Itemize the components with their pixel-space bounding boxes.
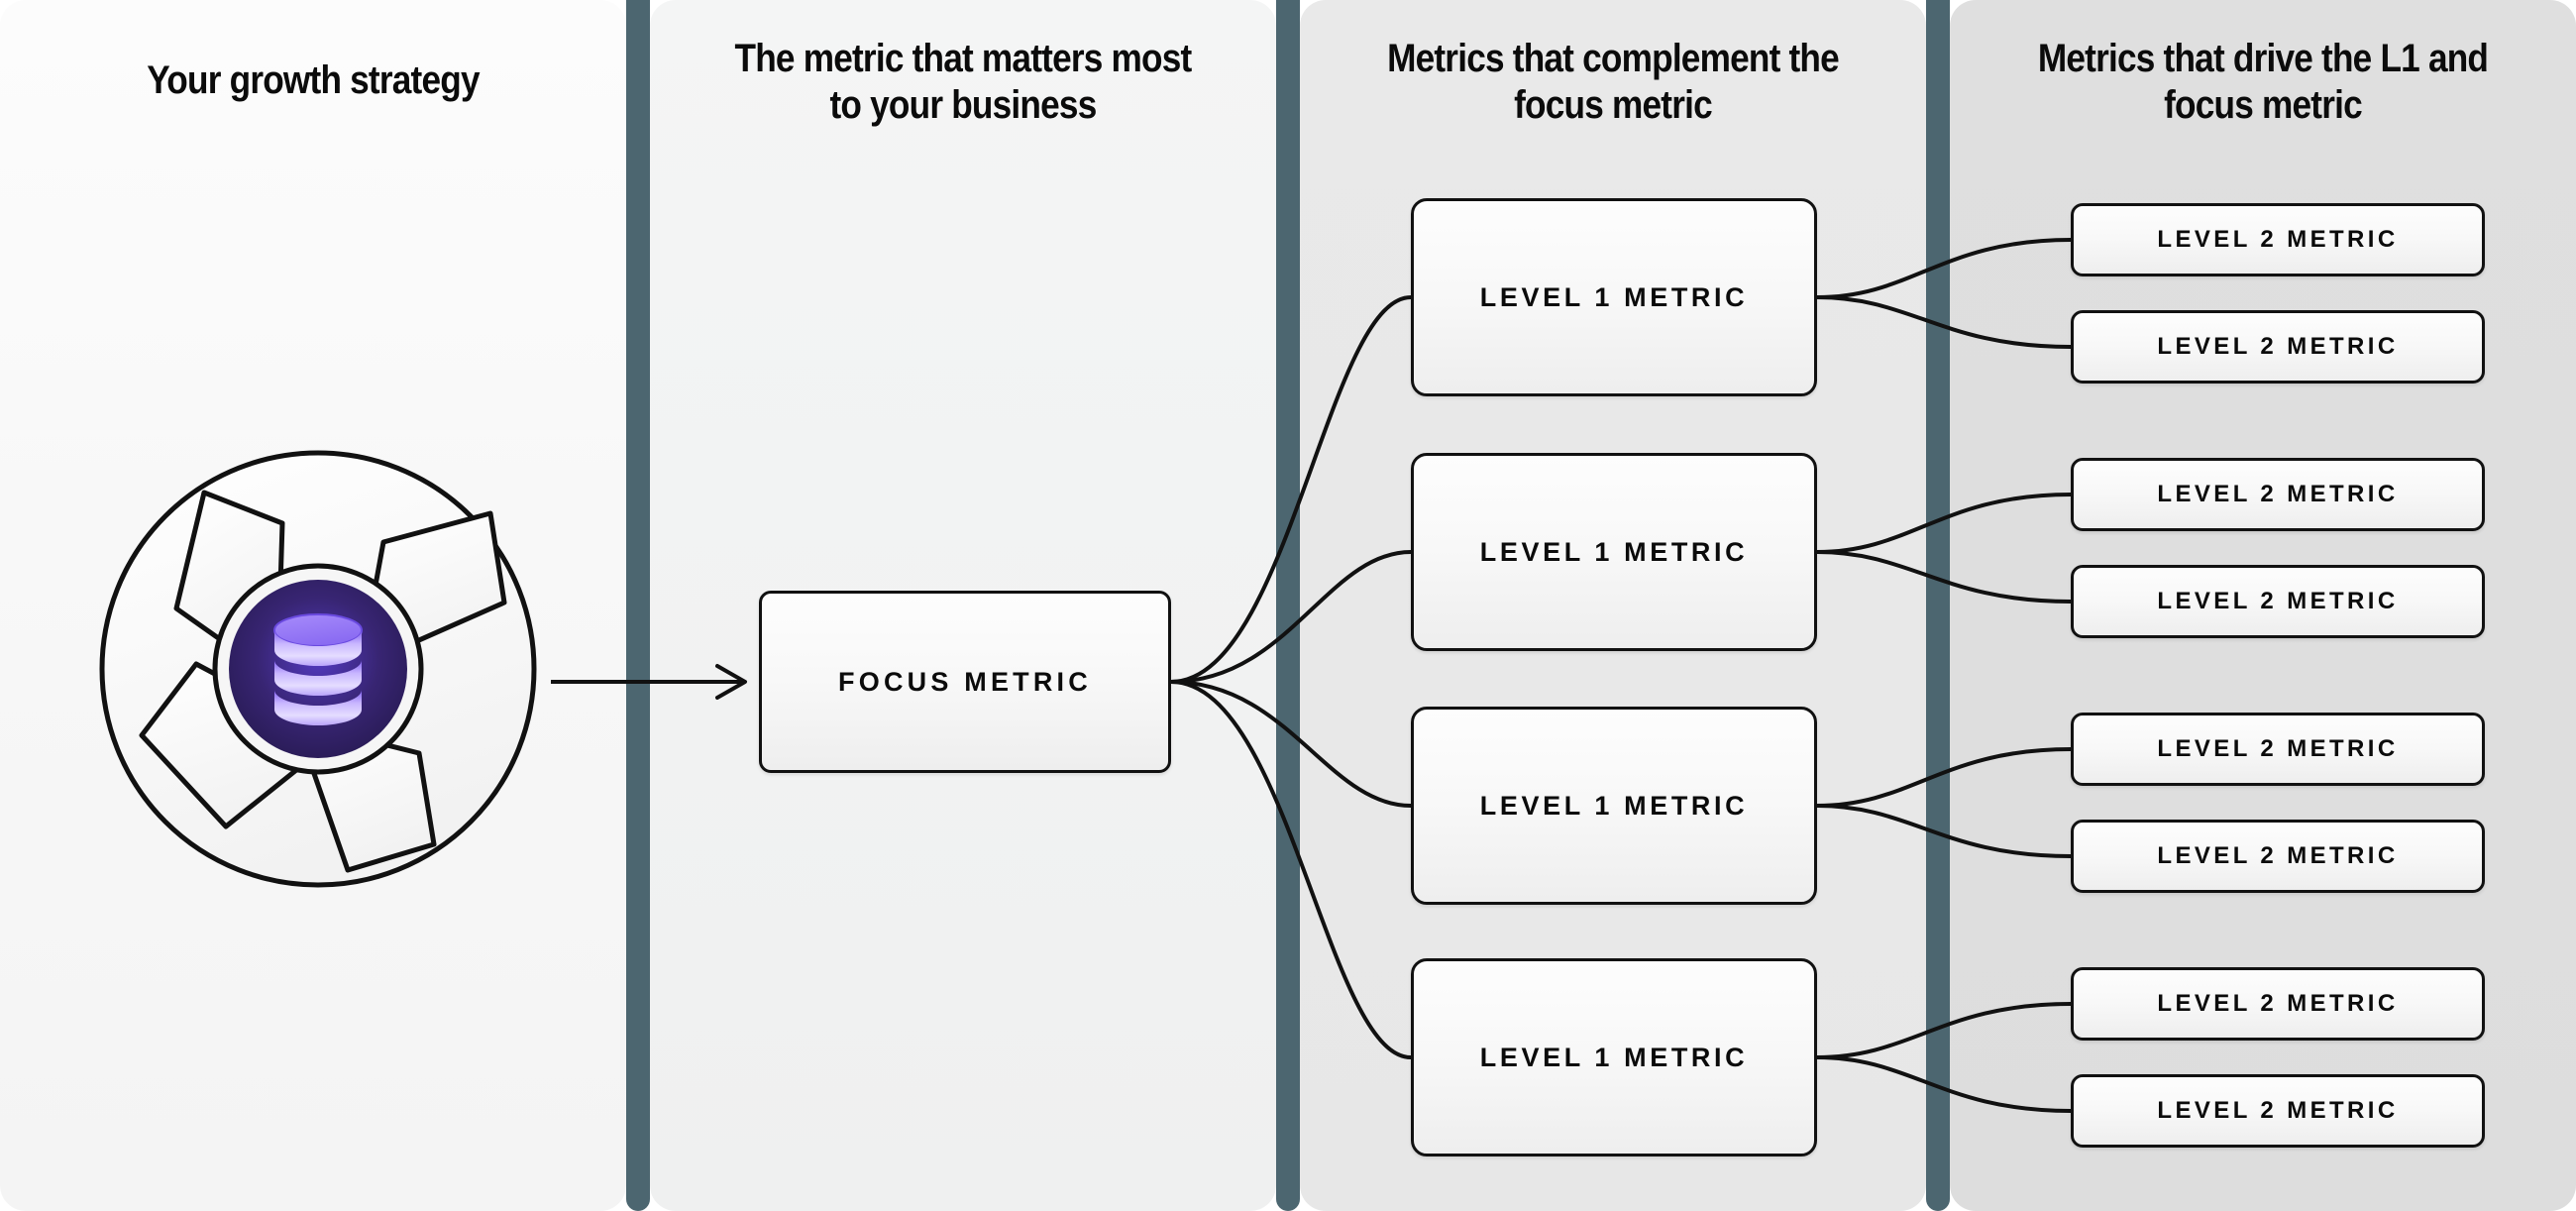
level-2-metric-label: LEVEL 2 METRIC xyxy=(2157,842,2399,869)
level-1-metric-label: LEVEL 1 METRIC xyxy=(1479,1042,1749,1072)
level-2-metric-box-2[interactable]: LEVEL 2 METRIC xyxy=(2071,310,2485,384)
level-1-metric-box-1[interactable]: LEVEL 1 METRIC xyxy=(1411,198,1817,396)
column-divider-3 xyxy=(1926,0,1950,1211)
level-2-metric-box-6[interactable]: LEVEL 2 METRIC xyxy=(2071,820,2485,893)
level-2-metric-label: LEVEL 2 METRIC xyxy=(2157,1097,2399,1124)
column-title-growth-strategy: Your growth strategy xyxy=(147,58,480,102)
level-1-metric-label: LEVEL 1 METRIC xyxy=(1479,790,1749,821)
level-1-metric-box-2[interactable]: LEVEL 1 METRIC xyxy=(1411,453,1817,651)
level-2-metric-box-1[interactable]: LEVEL 2 METRIC xyxy=(2071,203,2485,276)
level-2-metric-label: LEVEL 2 METRIC xyxy=(2157,990,2399,1017)
level-1-metric-box-3[interactable]: LEVEL 1 METRIC xyxy=(1411,707,1817,905)
level-2-metric-box-3[interactable]: LEVEL 2 METRIC xyxy=(2071,458,2485,531)
focus-metric-label: FOCUS METRIC xyxy=(838,666,1092,697)
level-2-metric-label: LEVEL 2 METRIC xyxy=(2157,735,2399,762)
column-title-level-1: Metrics that complement the focus metric xyxy=(1387,37,1840,128)
pinwheel-icon xyxy=(99,450,537,888)
column-divider-2 xyxy=(1276,0,1300,1211)
level-2-metric-label: LEVEL 2 METRIC xyxy=(2157,226,2399,253)
column-divider-1 xyxy=(626,0,650,1211)
level-1-metric-box-4[interactable]: LEVEL 1 METRIC xyxy=(1411,958,1817,1156)
level-2-metric-box-7[interactable]: LEVEL 2 METRIC xyxy=(2071,967,2485,1041)
level-2-metric-label: LEVEL 2 METRIC xyxy=(2157,588,2399,614)
level-2-metric-label: LEVEL 2 METRIC xyxy=(2157,333,2399,360)
level-2-metric-box-5[interactable]: LEVEL 2 METRIC xyxy=(2071,713,2485,786)
column-title-focus-metric: The metric that matters most to your bus… xyxy=(734,37,1193,128)
level-2-metric-label: LEVEL 2 METRIC xyxy=(2157,481,2399,507)
column-title-level-2: Metrics that drive the L1 and focus metr… xyxy=(2037,37,2489,128)
focus-metric-box[interactable]: FOCUS METRIC xyxy=(759,591,1171,773)
level-1-metric-label: LEVEL 1 METRIC xyxy=(1479,281,1749,312)
level-2-metric-box-4[interactable]: LEVEL 2 METRIC xyxy=(2071,565,2485,638)
level-1-metric-label: LEVEL 1 METRIC xyxy=(1479,536,1749,567)
growth-strategy-emblem xyxy=(85,436,551,902)
level-2-metric-box-8[interactable]: LEVEL 2 METRIC xyxy=(2071,1074,2485,1148)
database-icon xyxy=(273,613,363,725)
